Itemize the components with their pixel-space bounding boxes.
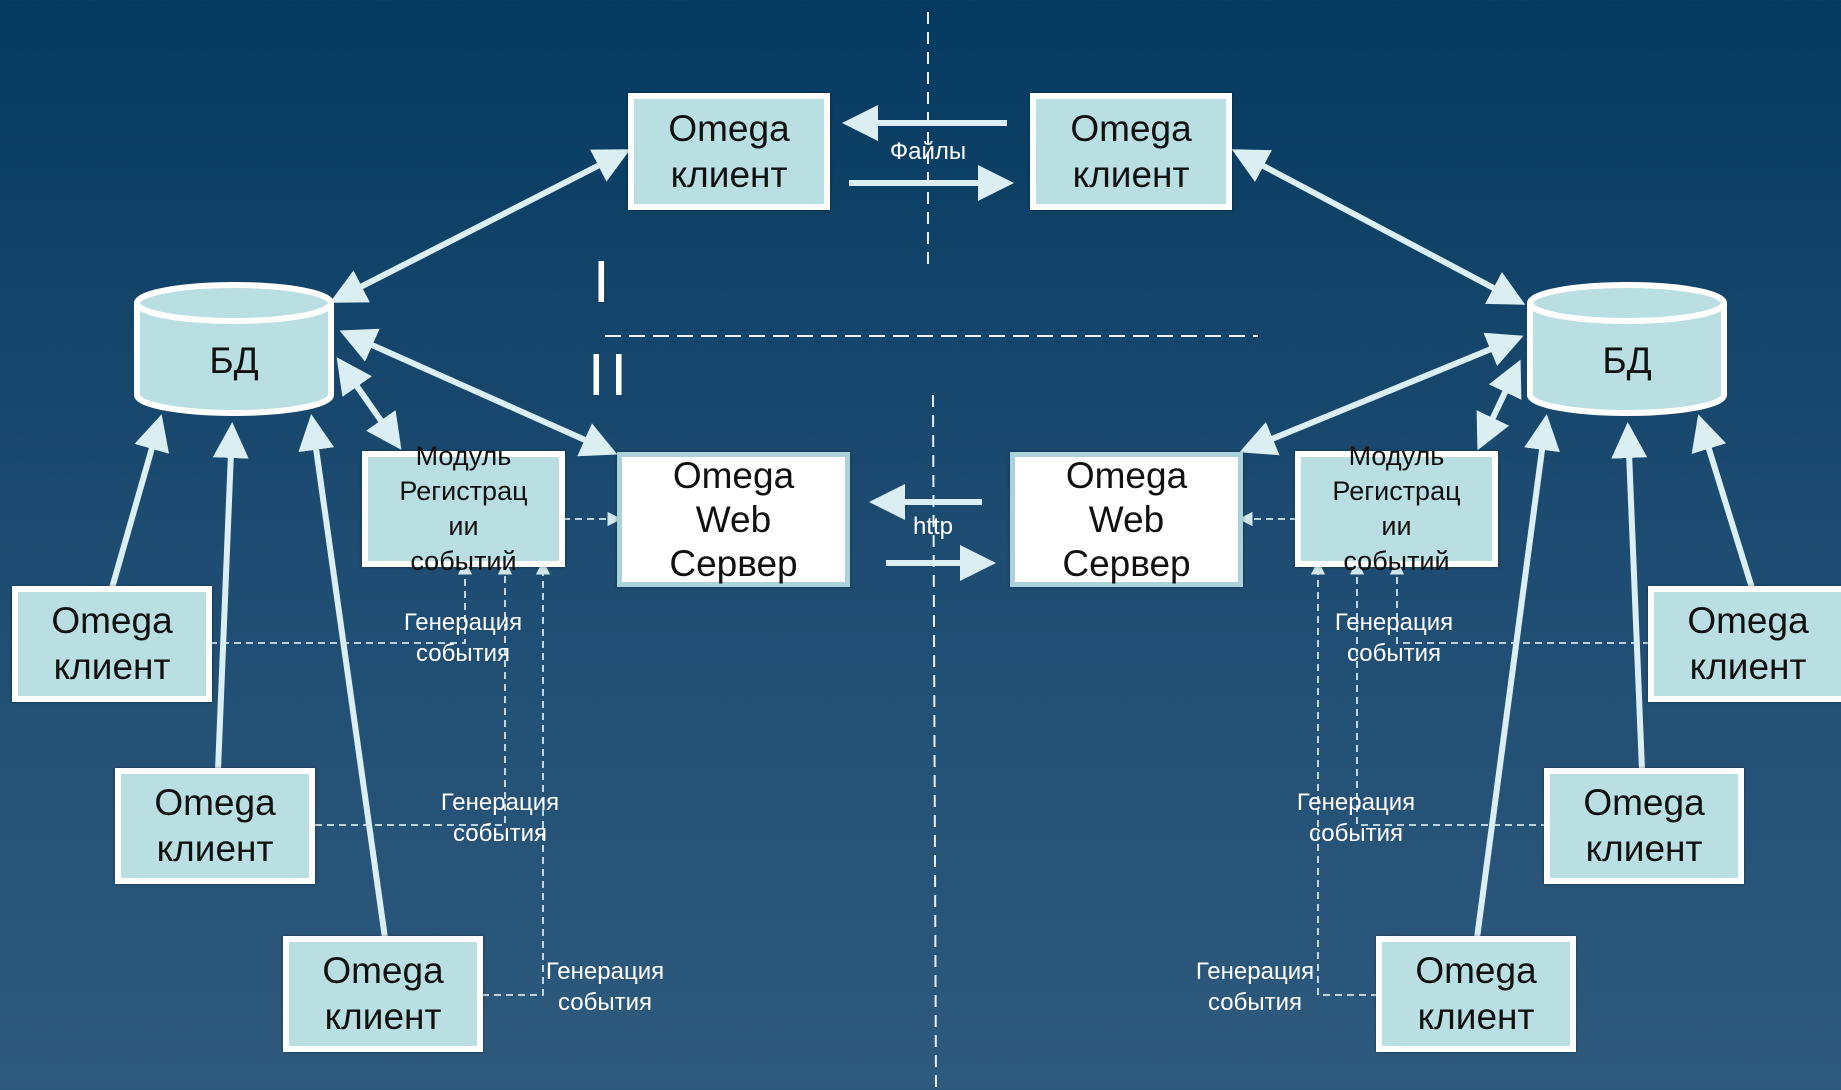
client-left-3-label: Omega клиент — [322, 950, 444, 1037]
client-left-2[interactable]: Omega клиент — [115, 768, 315, 884]
web-server-right[interactable]: Omega Web Сервер — [1010, 452, 1243, 587]
db-right-label: БД — [1602, 340, 1652, 381]
arrow-client-left-3-db — [298, 414, 388, 939]
client-right-1[interactable]: Omega клиент — [1648, 586, 1841, 702]
event-generation-label-left-3: Генерация события — [545, 958, 665, 1016]
web-server-left[interactable]: Omega Web Сервер — [617, 452, 850, 587]
arrow-client-top-left-db-left — [329, 149, 631, 303]
client-right-2[interactable]: Omega клиент — [1544, 768, 1744, 884]
arrow-db-left-reg-left — [336, 357, 402, 450]
event-generation-label-right-3: Генерация события — [1195, 958, 1315, 1016]
client-top-left-label: Omega клиент — [668, 107, 790, 195]
event-registration-left[interactable]: Модуль Регистрац ии событий — [362, 441, 565, 576]
client-left-2-label: Omega клиент — [154, 782, 276, 869]
section-1-label: I — [593, 251, 616, 316]
client-right-3[interactable]: Omega клиент — [1376, 936, 1576, 1052]
event-registration-right[interactable]: Модуль Регистрац ии событий — [1295, 441, 1498, 576]
arrow-client-right-1-db — [1691, 414, 1755, 589]
http-label: http — [912, 513, 954, 540]
event-generation-label-right-2: Генерация события — [1296, 789, 1416, 847]
client-top-right[interactable]: Omega клиент — [1030, 93, 1232, 210]
section-2-label: II — [588, 344, 634, 409]
event-registration-right-label: Модуль Регистрац ии событий — [1332, 441, 1461, 576]
divider-bottom-vertical — [932, 394, 937, 1090]
arrow-db-left-web-left — [339, 328, 618, 457]
arrow-client-right-3-db — [1474, 414, 1560, 939]
client-right-1-label: Omega клиент — [1687, 600, 1809, 687]
event-generation-label-left-1: Генерация события — [403, 609, 523, 667]
web-server-left-label: Omega Web Сервер — [669, 454, 798, 584]
client-right-3-label: Omega клиент — [1415, 950, 1537, 1037]
db-left — [134, 282, 334, 416]
dash-client-right-3 — [1310, 560, 1378, 996]
client-top-right-label: Omega клиент — [1070, 107, 1192, 195]
dash-client-right-1 — [1389, 560, 1650, 644]
arrow-db-right-web-right — [1239, 332, 1524, 456]
client-left-3[interactable]: Omega клиент — [283, 936, 483, 1052]
files-label: Файлы — [889, 138, 967, 165]
event-generation-label-right-1: Генерация события — [1334, 609, 1454, 667]
db-right — [1527, 282, 1727, 416]
dash-client-left-1 — [210, 560, 473, 644]
dash-client-right-2 — [1349, 560, 1548, 826]
arrow-client-right-2-db — [1611, 422, 1648, 771]
dash-client-left-2 — [315, 560, 513, 826]
dash-client-left-3 — [482, 560, 551, 996]
db-left-label: БД — [209, 340, 259, 381]
arrow-client-left-1-db — [109, 414, 170, 589]
client-right-2-label: Omega клиент — [1583, 782, 1705, 869]
arrow-client-top-right-db-right — [1231, 149, 1526, 305]
arrow-db-right-reg-right — [1476, 359, 1522, 451]
arrow-client-left-2-db — [212, 422, 249, 771]
client-left-1[interactable]: Omega клиент — [12, 586, 212, 702]
client-top-left[interactable]: Omega клиент — [628, 93, 830, 210]
client-left-1-label: Omega клиент — [51, 600, 173, 687]
event-registration-left-label: Модуль Регистрац ии событий — [399, 441, 528, 576]
web-server-right-label: Omega Web Сервер — [1062, 454, 1191, 584]
event-generation-label-left-2: Генерация события — [440, 789, 560, 847]
